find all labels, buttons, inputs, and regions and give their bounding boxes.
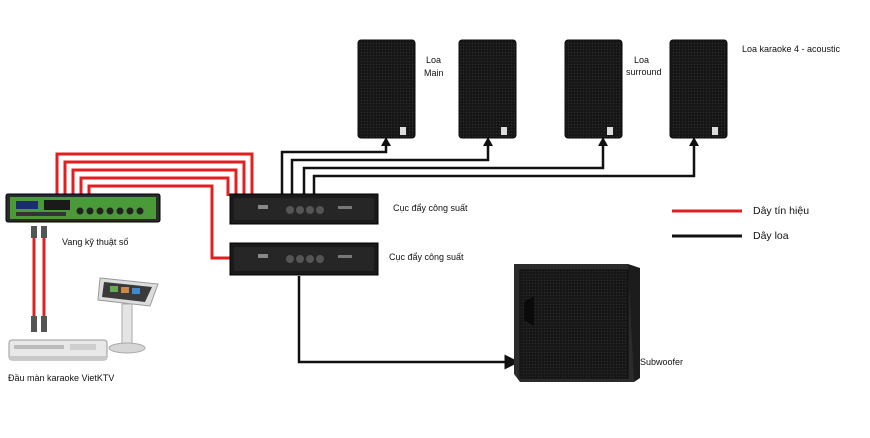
speaker-main-right (458, 39, 517, 139)
subwoofer-cabinet (514, 264, 640, 382)
speaker-surround-right (669, 39, 728, 139)
label-main-line1: Loa (426, 55, 442, 65)
amplifier-bottom (229, 242, 379, 276)
label-surround-line2: surround (626, 67, 662, 77)
signal-wires (55, 152, 254, 260)
label-subwoofer: Subwoofer (640, 357, 684, 367)
legend-speaker-label: Dây loa (753, 230, 789, 242)
legend-signal-label: Dây tín hiệu (753, 205, 810, 217)
speaker-wires (280, 142, 696, 370)
speaker-main-left (357, 39, 416, 139)
label-surround-line1: Loa (634, 55, 650, 65)
label-karaoke-speaker: Loa karaoke 4 - acoustic (742, 44, 841, 54)
signal-wires-player (32, 228, 46, 320)
label-main-line2: Main (424, 68, 444, 78)
touch-screen (97, 277, 159, 354)
label-amplifier-bottom: Cục đẩy công suất (389, 252, 464, 262)
digital-mixer (5, 193, 161, 223)
label-mixer: Vang kỹ thuật số (62, 237, 129, 247)
cable-plugs (31, 226, 47, 332)
label-amplifier-top: Cục đẩy công suất (393, 203, 468, 213)
label-player: Đầu màn karaoke VietKTV (8, 373, 115, 383)
speaker-wire-arrows (381, 137, 699, 146)
amplifier-top (229, 193, 379, 225)
karaoke-player (8, 339, 108, 361)
speaker-surround-left (564, 39, 623, 139)
